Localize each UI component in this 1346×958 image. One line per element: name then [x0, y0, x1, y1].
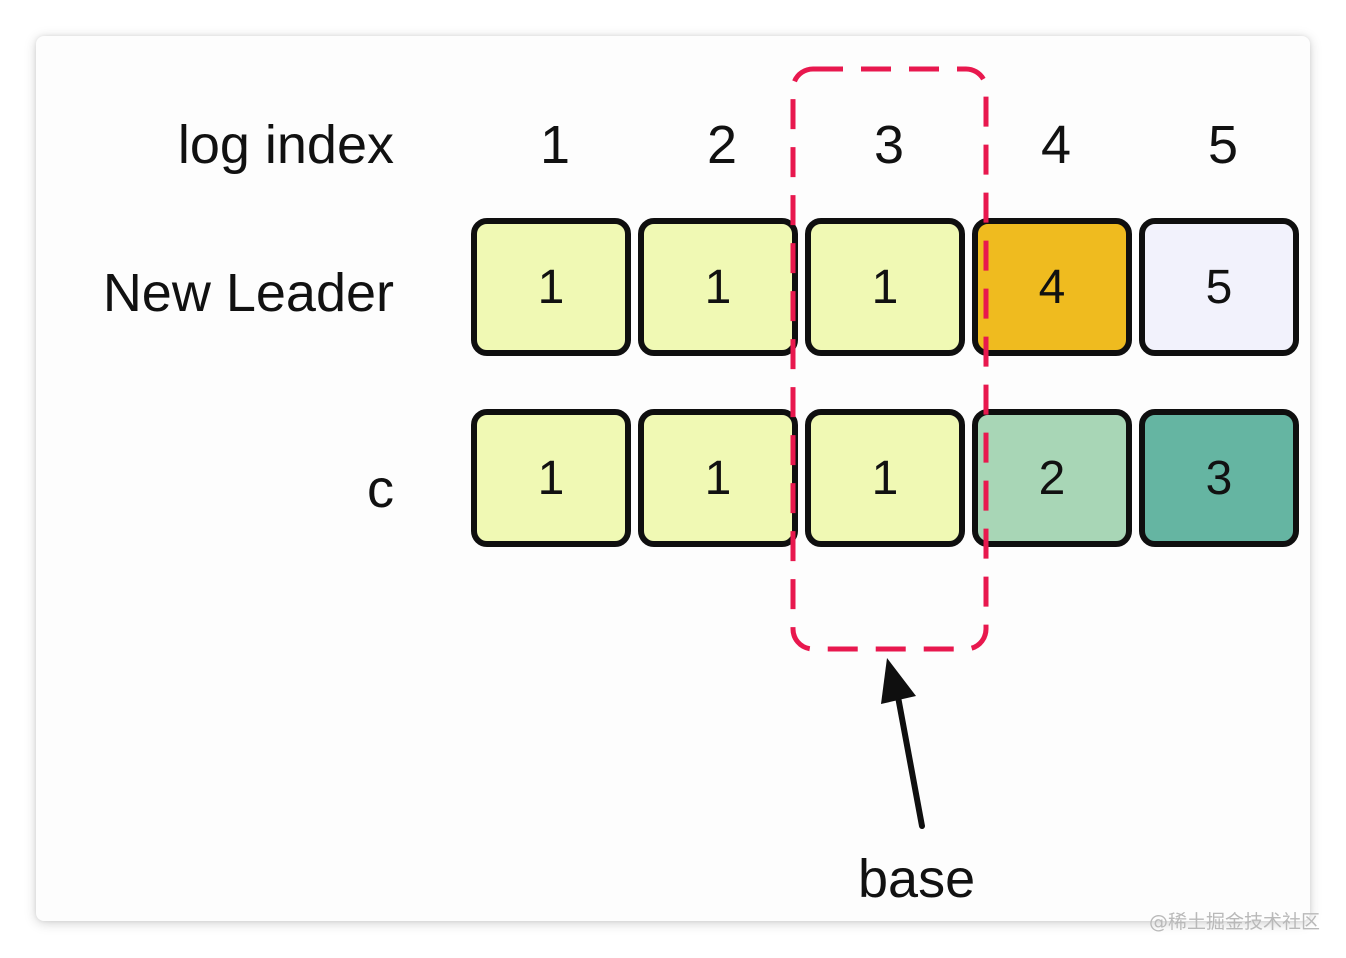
- new-leader-cell-1: 1: [471, 218, 631, 356]
- c-cell-1: 1: [471, 409, 631, 547]
- index-2: 2: [706, 115, 738, 175]
- index-3: 3: [873, 115, 905, 175]
- log-index-label: log index: [177, 115, 394, 175]
- diagram-card: log index 1 2 3 4 5 New Leader 1 1 1 4 5…: [36, 36, 1310, 921]
- c-cell-2: 1: [638, 409, 798, 547]
- base-label: base: [858, 849, 976, 909]
- c-cell-4: 2: [972, 409, 1132, 547]
- watermark: @稀土掘金技术社区: [1148, 911, 1320, 933]
- c-label: c: [367, 459, 394, 519]
- index-1: 1: [539, 115, 571, 175]
- new-leader-cell-5: 5: [1139, 218, 1299, 356]
- new-leader-label: New Leader: [102, 263, 394, 323]
- new-leader-cell-4: 4: [972, 218, 1132, 356]
- base-arrow-shaft: [893, 683, 925, 829]
- base-arrow-head: [881, 658, 916, 704]
- new-leader-cell-3: 1: [805, 218, 965, 356]
- new-leader-cell-2: 1: [638, 218, 798, 356]
- c-cell-3: 1: [805, 409, 965, 547]
- index-4: 4: [1040, 115, 1072, 175]
- index-5: 5: [1207, 115, 1239, 175]
- c-cell-5: 3: [1139, 409, 1299, 547]
